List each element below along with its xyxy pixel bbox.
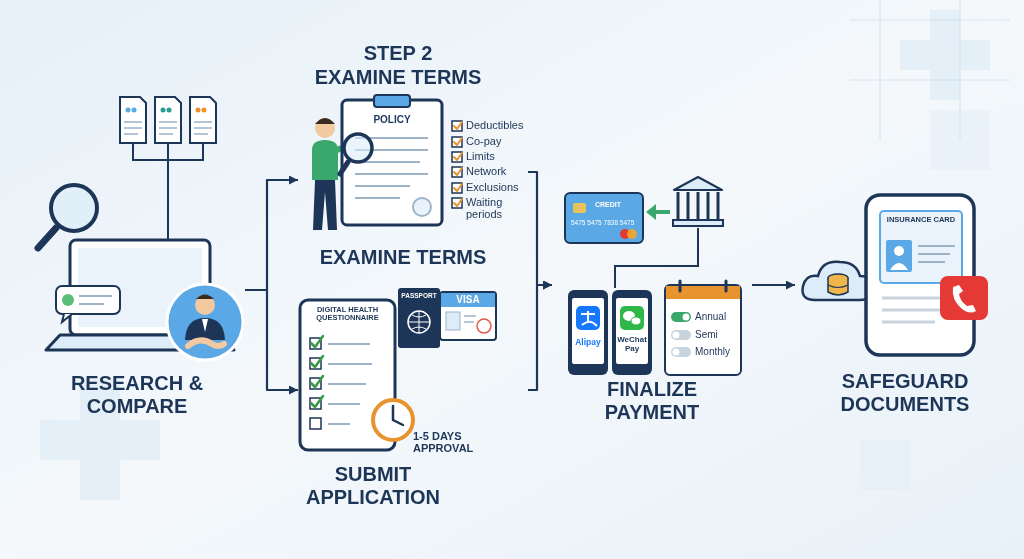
- step-label: EXAMINE TERMS: [298, 66, 498, 89]
- payment-illustration: [565, 177, 741, 375]
- decor-grid: [850, 0, 1010, 140]
- flow-arrow: [245, 180, 298, 290]
- illustration-text: Exclusions: [466, 181, 526, 193]
- illustration-text: Waiting periods: [466, 196, 518, 220]
- illustration-text: 5475 5475 7838 5475: [571, 219, 643, 226]
- step-group: SAFEGUARD DOCUMENTS: [795, 190, 1002, 430]
- illustration-text: CREDIT: [595, 201, 639, 209]
- illustration-text: POLICY: [362, 114, 422, 125]
- step-label: FINALIZE PAYMENT: [582, 378, 722, 424]
- illustration-text: PASSPORT: [399, 292, 439, 299]
- illustration-text: Co-pay: [466, 135, 524, 147]
- illustration-text: 1-5 DAYS APPROVAL: [413, 430, 485, 454]
- flow-arrow: [528, 172, 552, 285]
- flow-arrow: [245, 290, 298, 390]
- illustration-text: Semi: [695, 329, 739, 340]
- illustration-text: INSURANCE CARD: [880, 216, 962, 224]
- step-label: EXAMINE TERMS: [298, 246, 508, 269]
- safeguard-illustration: [803, 195, 989, 355]
- illustration-text: Network: [466, 165, 524, 177]
- step-label: STEP 2: [298, 42, 498, 65]
- step-label: SAFEGUARD DOCUMENTS: [825, 370, 985, 416]
- step-group: FINALIZE PAYMENT: [552, 170, 752, 432]
- illustration-text: Monthly: [695, 346, 739, 357]
- illustration-text: WeChat Pay: [613, 336, 651, 354]
- illustration-text: VISA: [441, 294, 495, 305]
- flow-arrow: [752, 284, 795, 286]
- illustration-text: Annual: [695, 311, 739, 322]
- step-group: RESEARCH & COMPARE: [30, 90, 245, 430]
- illustration-text: DIGITAL HEALTH QUESTIONNAIRE: [304, 306, 391, 323]
- illustration-text: Limits: [466, 150, 524, 162]
- research-illustration: [38, 97, 243, 360]
- step-label: RESEARCH & COMPARE: [62, 372, 212, 418]
- policy-illustration: [312, 95, 462, 230]
- illustration-text: Alipay: [569, 338, 607, 347]
- application-illustration: [300, 288, 496, 450]
- step-label: SUBMIT APPLICATION: [298, 463, 448, 509]
- illustration-text: Deductibles: [466, 119, 526, 131]
- decor-crosses: [40, 10, 990, 500]
- flow-arrow: [528, 285, 552, 390]
